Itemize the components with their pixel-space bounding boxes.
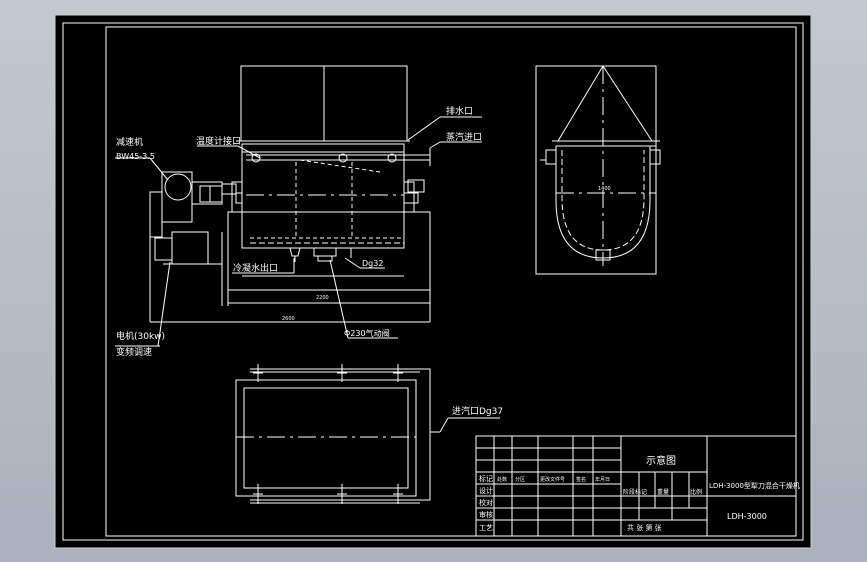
tb-stage: 阶段标记 — [623, 488, 647, 496]
label-vfd: 变频调速 — [116, 346, 152, 358]
tb-col-date: 年月日 — [595, 476, 610, 483]
label-steam-inlet: 蒸汽进口 — [446, 131, 482, 143]
tb-product: LDH-3000型犁刀混合干燥机 — [709, 481, 800, 490]
label-cooling-outlet: 冷凝水出口 — [233, 262, 278, 274]
tb-model: LDH-3000 — [727, 512, 767, 521]
dim-side: 1400 — [598, 186, 611, 192]
tb-col-zone: 分区 — [515, 476, 525, 483]
dim-base: 2600 — [282, 316, 295, 322]
tb-col-sign: 签名 — [576, 476, 586, 483]
plan-view — [235, 364, 500, 504]
label-motor: 电机(30kw) — [116, 330, 165, 342]
tb-col-docno: 更改文件号 — [540, 476, 565, 483]
title-block — [475, 435, 797, 537]
tb-row-process: 工艺 — [479, 524, 493, 532]
tb-weight: 重量 — [657, 488, 669, 496]
sheet-paper — [54, 14, 812, 549]
label-reducer: 减速机 — [116, 136, 143, 148]
label-valve: Φ230气动阀 — [344, 328, 390, 338]
tb-row-mark: 标记 — [479, 474, 493, 483]
tb-row-check: 校对 — [479, 498, 493, 507]
tb-row-design: 设计 — [479, 486, 493, 495]
label-temp-gauge: 温度计接口 — [196, 135, 241, 147]
dim-width: 2200 — [316, 295, 329, 301]
tb-scale: 比例 — [690, 488, 702, 496]
tb-col-count: 处数 — [497, 476, 507, 483]
label-dg32: Dg32 — [362, 259, 383, 268]
label-drain: 排水口 — [446, 105, 473, 117]
tb-sheet: 共 张 第 张 — [627, 523, 662, 532]
side-view — [535, 65, 661, 275]
inner-border — [105, 26, 797, 537]
label-steam-inlet-dg37: 进汽口Dg37 — [452, 405, 503, 417]
front-view — [115, 65, 482, 347]
label-reducer-model: BW45-3.5 — [116, 152, 155, 161]
outer-border — [62, 22, 804, 541]
tb-row-review: 审核 — [479, 510, 493, 519]
tb-schematic: 示意图 — [646, 454, 676, 467]
